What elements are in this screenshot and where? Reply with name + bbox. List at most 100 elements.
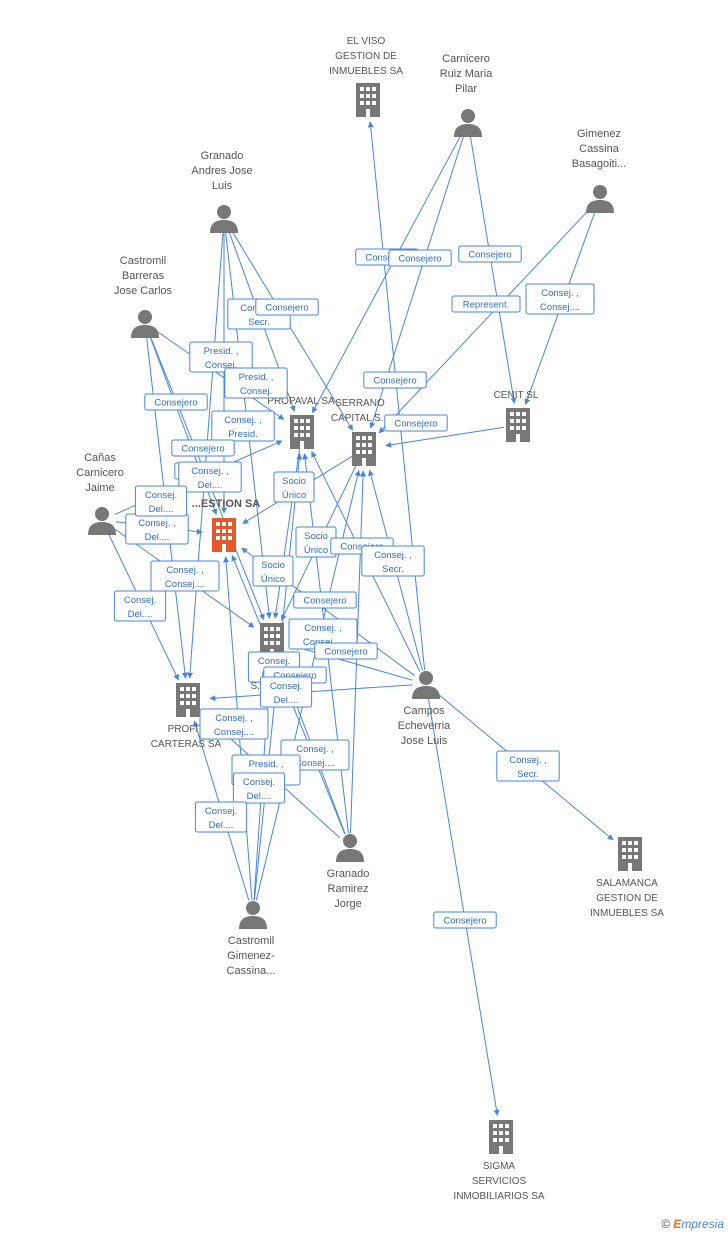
relation-label[interactable]: Consej.Del.... <box>194 801 248 833</box>
relation-text: Presid. , <box>249 759 284 770</box>
relation-text: Único <box>304 545 328 556</box>
node-label-line: Carnicero <box>442 53 490 65</box>
relation-text: Presid. <box>228 429 258 440</box>
relation-text: Consej. , <box>215 713 253 724</box>
node-label-line: GESTION DE <box>596 893 658 904</box>
relation-label[interactable]: Consej. ,Secr. <box>496 750 560 782</box>
relation-label[interactable]: Consejero <box>255 298 319 316</box>
node-label-line: ...ESTION SA <box>192 498 261 510</box>
node-label-line: Luis <box>212 180 233 192</box>
node-label-line: PROPAVAL SA <box>267 396 335 407</box>
relation-text: Consejero <box>394 419 437 430</box>
node-castromil-gimenez[interactable]: CastromilGimenez-Cassina... <box>227 901 276 977</box>
building-icon <box>506 408 530 442</box>
edge-castromil_barreras-to-propaval <box>156 330 285 420</box>
relation-text: Presid. , <box>239 372 274 383</box>
relation-text: Del.... <box>209 820 234 831</box>
relation-label[interactable]: Consejero <box>388 249 452 267</box>
relation-label[interactable]: Consejero <box>363 371 427 389</box>
node-gimenez-cassina[interactable]: GimenezCassinaBasagoiti... <box>572 128 626 213</box>
relation-label[interactable]: Consej. ,Del.... <box>125 513 189 545</box>
node-label-line: Campos <box>404 705 445 717</box>
relation-text: Consejero <box>443 916 486 927</box>
node-label-line: Granado <box>201 150 244 162</box>
edges-layer <box>107 121 614 1116</box>
relation-text: Del.... <box>198 480 223 491</box>
node-label-line: INMUEBLES SA <box>329 66 403 77</box>
relation-text: Del.... <box>128 609 153 620</box>
relation-text: Secr. <box>517 769 539 780</box>
node-label-line: Castromil <box>120 255 166 267</box>
node-cenit[interactable]: CENIT SL <box>494 390 539 442</box>
relation-label[interactable]: Consej. ,Consej.... <box>525 283 595 315</box>
relation-text: Consejero <box>468 250 511 261</box>
relation-label[interactable]: Represent. <box>451 295 521 313</box>
relation-text: Socio <box>282 476 306 487</box>
relation-text: Secr. <box>248 317 270 328</box>
relation-text: Consej. <box>270 681 302 692</box>
person-icon <box>412 671 440 699</box>
relation-label[interactable]: Consej.Del.... <box>232 772 286 804</box>
brand-name: mpresia <box>681 1217 724 1231</box>
relation-label[interactable]: Presid. ,Consej. <box>189 341 253 373</box>
node-label-line: SERVICIOS <box>472 1176 527 1187</box>
relation-label[interactable]: Consej.Del.... <box>113 590 167 622</box>
relation-text: Consej. <box>145 490 177 501</box>
relation-label[interactable]: Consejero <box>314 642 378 660</box>
node-label-line: Cañas <box>84 452 116 464</box>
relation-text: Consej. <box>240 386 272 397</box>
relation-label[interactable]: Consej.Del.... <box>259 676 313 708</box>
relation-label[interactable]: Presid. , Consej. <box>224 367 288 399</box>
node-label-line: Andres Jose <box>191 165 252 177</box>
edge-gimenez_cassina-to-serrano <box>378 207 591 434</box>
building-icon <box>176 683 200 717</box>
relation-label[interactable]: Consej. ,Secr. <box>361 545 425 577</box>
relation-text: Consejero <box>265 303 308 314</box>
relation-text: Consejero <box>373 376 416 387</box>
node-label-line: Pilar <box>455 83 477 95</box>
relation-label[interactable]: Consej. , Consej.... <box>199 708 269 740</box>
relation-label[interactable]: Consejero <box>433 911 497 929</box>
footer-brand[interactable]: ©Empresia <box>661 1217 724 1231</box>
node-el-viso[interactable]: EL VISO GESTION DE INMUEBLES SA <box>329 36 403 117</box>
relation-label[interactable]: Consejero <box>171 439 235 457</box>
relation-label[interactable]: Consej. ,Presid. <box>211 410 275 442</box>
relation-label[interactable]: Consej. ,Consej.... <box>150 560 220 592</box>
relation-label[interactable]: Consejero <box>458 245 522 263</box>
node-gestion-sa[interactable]: ...ESTION SA <box>192 498 261 552</box>
building-icon <box>290 415 314 449</box>
relation-text: Del.... <box>149 504 174 515</box>
relation-text: Consej. <box>205 360 237 371</box>
node-label-line: S... <box>250 681 265 692</box>
relation-label[interactable]: Consej. Del.... <box>134 485 188 517</box>
relation-text: Consej.... <box>214 727 254 738</box>
node-label-line: GESTION DE <box>335 51 397 62</box>
building-icon <box>352 432 376 466</box>
node-label-line: Gimenez- <box>227 950 275 962</box>
node-propaval[interactable]: PROPAVAL SA <box>267 396 335 449</box>
relation-text: Consej. , <box>304 623 342 634</box>
person-icon <box>454 109 482 137</box>
relation-label[interactable]: Consej. ,Del.... <box>178 461 242 493</box>
relation-text: Consej. , <box>374 550 412 561</box>
relation-label[interactable]: Consejero <box>293 591 357 609</box>
edge-campos_echeverria-to-g_sa <box>292 644 413 681</box>
node-label-line: EL VISO <box>347 36 386 47</box>
relation-label[interactable]: Consejero <box>384 414 448 432</box>
edge-cenit-to-serrano <box>385 426 505 448</box>
relation-label[interactable]: Consejero <box>144 393 208 411</box>
relation-text: Consej. <box>258 656 290 667</box>
